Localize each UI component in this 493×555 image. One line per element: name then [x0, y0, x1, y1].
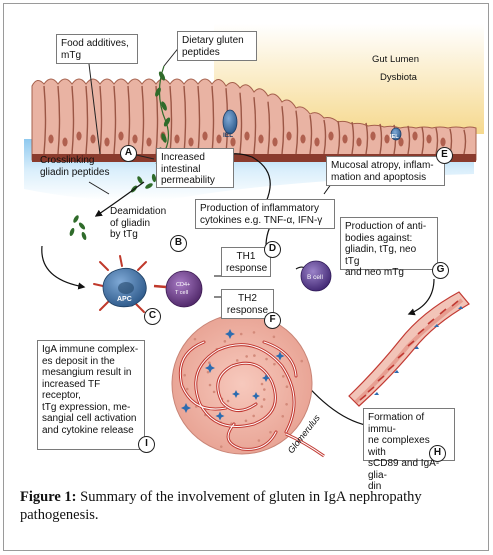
mucosal-line-2: mation and apoptosis: [331, 171, 427, 183]
iga-line-5: tTg expression, me-: [42, 401, 131, 413]
figure-caption: Figure 1: Summary of the involvement of …: [20, 488, 482, 524]
complexes-line-2: ne complexes with: [368, 435, 430, 458]
food-additives-line-2: mTg: [61, 49, 81, 61]
crosslinking-line-2: gliadin peptides: [40, 166, 110, 178]
dysbiota-label: Dysbiota: [380, 72, 418, 83]
iga-deposit-box: IgA immune complex- es deposit in the me…: [37, 340, 145, 450]
antibodies-line-1: Production of anti-: [345, 221, 427, 232]
complexes-line-1: Formation of immu-: [368, 412, 425, 435]
crosslinking-line-1: Crosslinking: [40, 155, 95, 166]
step-h-marker: H: [429, 445, 446, 462]
iga-line-3: mesangium result in: [42, 367, 132, 378]
epithelial-cell-walls: [43, 85, 467, 155]
th2-line-1: TH2: [238, 293, 257, 304]
iga-line-2: es deposit in the: [42, 355, 115, 367]
th1-line-2: response: [226, 262, 268, 274]
iel-cell-left: [222, 109, 238, 135]
step-c-marker: C: [144, 308, 161, 325]
arrow-to-vessel: [407, 278, 435, 316]
b-cell: B cell: [300, 260, 332, 292]
inflammatory-cytokines-box: Production of inflammatory cytokines e.g…: [195, 199, 335, 229]
antibodies-line-4: and neo mTg: [345, 267, 404, 278]
iel-label-right: IEL: [390, 134, 399, 140]
antibodies-line-2: bodies against:: [345, 232, 413, 244]
permeability-line-2: intestinal: [161, 163, 201, 175]
permeability-line-3: permeability: [161, 175, 215, 186]
iga-line-4: increased TF receptor,: [42, 378, 101, 402]
dietary-gluten-line-2: peptides: [182, 46, 220, 58]
diagram-art: IEL IEL APC CD4: [24, 24, 484, 458]
caption-text: Summary of the involvement of gluten in …: [20, 489, 422, 523]
step-b-marker: B: [170, 235, 187, 252]
cd4-t-cell: CD4+ T cell: [153, 270, 203, 308]
deamidation-line-2: of gliadin: [110, 217, 151, 229]
epithelial-nuclei: [48, 131, 446, 147]
step-d-marker: D: [264, 241, 281, 258]
cytokines-line-2: cytokines e.g. TNF-α, IFN-γ: [200, 214, 323, 226]
food-additives-line-1: Food additives,: [61, 38, 129, 49]
iga-line-6: sangial cell activation: [42, 413, 137, 424]
antibodies-line-3: gliadin, tTg, neo tTg: [345, 244, 417, 267]
crosslinking-leader: [88, 181, 110, 195]
complexes-line-3: sCD89 and IgA-glia-: [368, 458, 440, 481]
step-a-marker: A: [120, 145, 137, 162]
deamidation-line-3: by tTg: [110, 229, 138, 240]
step-f-marker: F: [264, 312, 281, 329]
glomerulus: Glomerulus: [171, 313, 325, 458]
step-i-marker: I: [138, 436, 155, 453]
dietary-gluten-box: Dietary gluten peptides: [177, 31, 257, 61]
antibodies-box: Production of anti- bodies against: glia…: [340, 217, 438, 278]
iel-label-left: IEL: [223, 132, 233, 139]
arrow-to-apc: [41, 245, 86, 290]
step-g-marker: G: [432, 262, 449, 279]
mucosal-line-1: Mucosal atropy, inflam-: [331, 160, 434, 171]
iel-cell-right: [390, 127, 402, 141]
th1-response-box: TH1 response: [221, 247, 271, 277]
permeability-line-1: Increased: [161, 152, 205, 163]
deamidation-label: Deamidation of gliadin by tTg: [110, 206, 180, 241]
blood-vessel: [348, 291, 470, 407]
gut-lumen-label: Gut Lumen: [372, 54, 419, 65]
loose-peptide-fragments: [69, 173, 157, 241]
b-cell-label: B cell: [307, 274, 323, 281]
dietary-gluten-line-1: Dietary gluten: [182, 35, 244, 46]
iga-line-7: and cytokine release: [42, 424, 134, 436]
cytokines-line-1: Production of inflammatory: [200, 203, 319, 214]
crosslinking-label: Crosslinking gliadin peptides: [40, 155, 130, 178]
caption-label: Figure 1:: [20, 489, 77, 505]
t-cell-label-2: T cell: [175, 290, 188, 296]
figure-frame: IEL IEL APC CD4: [3, 3, 489, 551]
t-cell-label-1: CD4+: [176, 282, 190, 288]
food-additives-box: Food additives, mTg: [56, 34, 138, 64]
th1-line-1: TH1: [236, 251, 256, 262]
iga-line-1: IgA immune complex-: [42, 344, 139, 355]
complexes-line-4: din: [368, 481, 382, 492]
mucosal-atrophy-box: Mucosal atropy, inflam- mation and apopt…: [326, 156, 445, 186]
step-e-marker: E: [436, 147, 453, 164]
increased-permeability-box: Increased intestinal permeability: [156, 148, 234, 188]
apc-cell: APC: [93, 255, 147, 313]
th2-line-2: response: [226, 304, 269, 316]
deamidation-line-1: Deamidation: [110, 206, 167, 217]
arrow-to-deamidation: [94, 181, 145, 217]
apc-label: APC: [117, 296, 132, 303]
food-additives-leader: [88, 63, 101, 155]
